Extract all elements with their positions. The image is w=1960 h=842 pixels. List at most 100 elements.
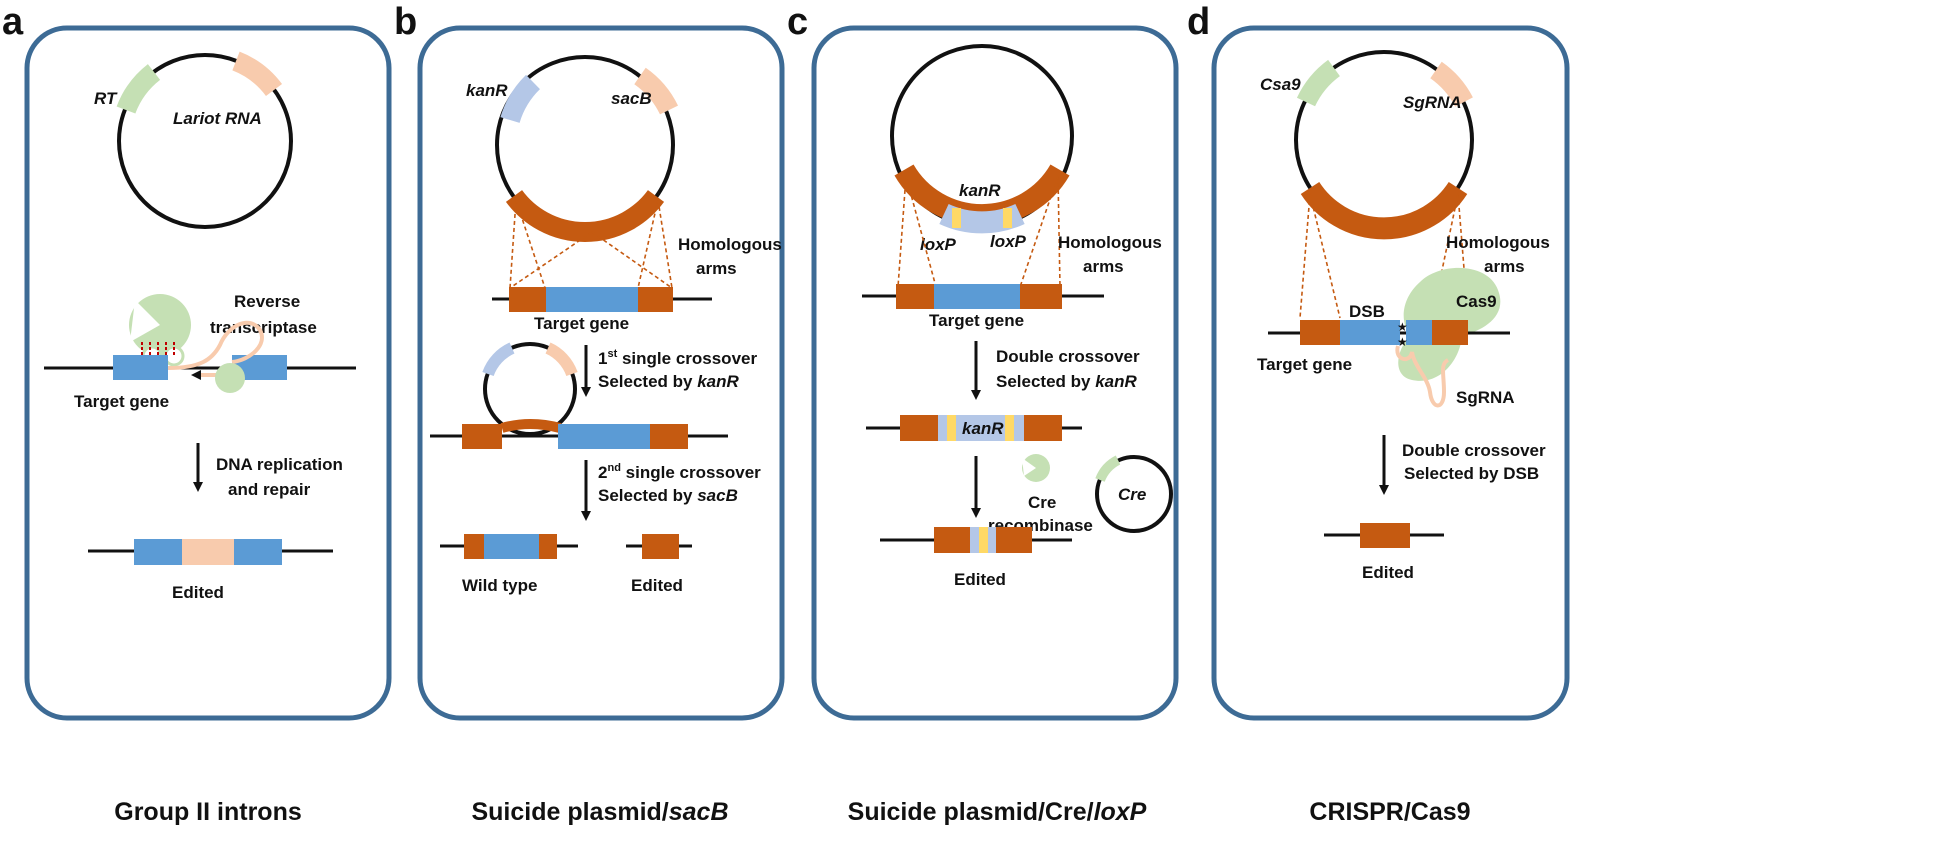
panel-c-edited-arm-left: [934, 527, 970, 553]
panel-c-cre-enzyme-mouth: [1022, 458, 1036, 476]
panel-b-int-arm-1: [462, 424, 502, 449]
panel-b-edited-label: Edited: [631, 576, 683, 595]
panel-a-base-pairing-dashes: [141, 342, 175, 356]
panel-b-frame: [417, 25, 785, 721]
panel-c-edited-arm-right: [996, 527, 1032, 553]
panel-c-frame: [811, 25, 1179, 721]
panel-b-int-target: [558, 424, 650, 449]
panel-a-plasmid: [117, 53, 293, 229]
panel-b-wt-arm-right: [539, 534, 557, 559]
panel-b-wt-target: [484, 534, 539, 559]
panel-a-lariot-segment: [232, 51, 283, 97]
panel-a-lariot-label: Lariot RNA: [173, 109, 262, 128]
panel-c-int-loxp-right: [1005, 415, 1014, 441]
panel-d-step-line2: Selected by DSB: [1404, 464, 1539, 483]
panel-c-step1-line1: Double crossover: [996, 347, 1140, 366]
panel-d-csa9-label: Csa9: [1260, 75, 1301, 94]
panel-c-target-gene-label: Target gene: [929, 311, 1024, 330]
panel-a-letter: a: [2, 1, 24, 43]
panel-d-step-line1: Double crossover: [1402, 441, 1546, 460]
panel-d-target-gene-label: Target gene: [1257, 355, 1352, 374]
panel-a-caption: Group II introns: [114, 798, 302, 826]
panel-c-arm-left: [896, 284, 934, 309]
panel-d-sgrna-label: SgRNA: [1456, 388, 1515, 407]
panel-d: d Csa9 SgRNA Homologous arms Cas9 DSB ★ …: [1187, 1, 1570, 826]
panel-d-sgrna-plasmid-label: SgRNA: [1403, 93, 1462, 112]
panel-c-cre-plasmid: [1095, 455, 1173, 533]
panel-a-small-rt: [215, 363, 245, 393]
panel-c-loxp-right-label: loxP: [990, 232, 1027, 251]
panel-d-homologous-label: Homologous: [1446, 233, 1550, 252]
panel-c-int-arm-left: [900, 415, 938, 441]
panel-b: b kanR sacB Homologous arms Target gene …: [394, 1, 785, 826]
panel-b-step1-line2: Selected by kanR: [598, 372, 740, 391]
panel-a-step-line1: DNA replication: [216, 455, 343, 474]
panel-c-edited-label: Edited: [954, 570, 1006, 589]
panel-d-cas9-label: Cas9: [1456, 292, 1497, 311]
panel-d-arms-label: arms: [1484, 257, 1525, 276]
panel-a-frame: [24, 25, 392, 721]
panel-a-intron-rna: [167, 320, 264, 370]
panel-a-edited-block-right: [234, 539, 282, 565]
panel-a-target-block-left: [113, 355, 168, 380]
panel-b-arms-label: arms: [696, 259, 737, 278]
panel-d-dsb-label: DSB: [1349, 302, 1385, 321]
panel-b-homologous-label: Homologous: [678, 235, 782, 254]
panel-c-homologous-label: Homologous: [1058, 233, 1162, 252]
panel-c-caption: Suicide plasmid/Cre/loxP: [848, 798, 1147, 826]
panel-a: a RT Lariot RNA Reverse transcriptase Ta…: [2, 1, 392, 826]
panel-b-step2-line2: Selected by sacB: [598, 486, 738, 505]
panel-b-sacb-segment: [633, 67, 679, 115]
panel-d-arm-left: [1300, 320, 1340, 345]
panel-c: c kanR loxP loxP Homologous arms Target …: [787, 1, 1179, 826]
panel-c-edited-loxp: [979, 527, 988, 553]
panel-b-int-arm-2: [650, 424, 688, 449]
panel-c-int-arm-right: [1024, 415, 1062, 441]
panel-b-small-kanr: [482, 342, 515, 377]
panel-c-loxp-left-label: loxP: [920, 235, 957, 254]
panel-b-kanr-label: kanR: [466, 81, 508, 100]
panel-a-edited-insert: [182, 539, 234, 565]
panel-b-integrated-plasmid: [483, 342, 577, 436]
panel-a-rt-mouth: [130, 300, 160, 342]
panel-a-rt-segment: [116, 64, 161, 114]
panel-d-sgrna-strand: [1395, 345, 1450, 408]
panel-d-sgrna-gene-segment: [1429, 61, 1473, 107]
panel-d-edited-block: [1360, 523, 1410, 548]
panel-c-arm-right: [1020, 284, 1062, 309]
panel-c-int-loxp-left: [947, 415, 956, 441]
panel-c-cre-label: Cre: [1028, 493, 1056, 512]
panel-b-small-sacb: [545, 342, 578, 377]
panel-c-letter: c: [787, 1, 808, 43]
panel-c-arms-label: arms: [1083, 257, 1124, 276]
panel-c-crossover-lines: [897, 175, 1061, 288]
panel-c-cre-plasmid-label: Cre: [1118, 485, 1146, 504]
panel-c-cre-gene-segment: [1095, 455, 1121, 483]
panel-b-wild-type-label: Wild type: [462, 576, 537, 595]
panel-d-homologous-arm: [1300, 181, 1468, 240]
panel-b-int-arm-bridge: [500, 419, 562, 433]
panel-b-edited-block: [642, 534, 679, 559]
panel-c-kanr-label: kanR: [959, 181, 1001, 200]
panel-b-step2-line1: 2nd single crossover: [598, 462, 761, 482]
panel-a-edited-label: Edited: [172, 583, 224, 602]
panel-a-edited-block-left: [134, 539, 182, 565]
panel-d-frame: [1211, 25, 1570, 721]
panel-b-homologous-arm: [505, 189, 665, 243]
panel-b-crossover-lines: [509, 199, 673, 289]
panel-d-arm-right: [1432, 320, 1468, 345]
panel-d-target-block-left: [1340, 320, 1400, 345]
panel-c-loxp-left-mark: [952, 208, 961, 228]
panel-b-wt-arm-left: [464, 534, 484, 559]
panel-a-transcriptase-label: transcriptase: [210, 318, 317, 337]
panel-d-cut-star-bottom: ★: [1397, 335, 1408, 349]
panel-c-step1-line2: Selected by kanR: [996, 372, 1138, 391]
panel-b-sacb-label: sacB: [611, 89, 652, 108]
panel-d-caption: CRISPR/Cas9: [1309, 798, 1470, 826]
panel-d-target-block-right: [1406, 320, 1432, 345]
panel-b-step1-line1: 1st single crossover: [598, 348, 757, 368]
panel-b-letter: b: [394, 1, 417, 43]
panel-d-letter: d: [1187, 1, 1210, 43]
panel-b-arm-right: [638, 287, 673, 312]
panel-a-rt-label: RT: [94, 89, 118, 108]
